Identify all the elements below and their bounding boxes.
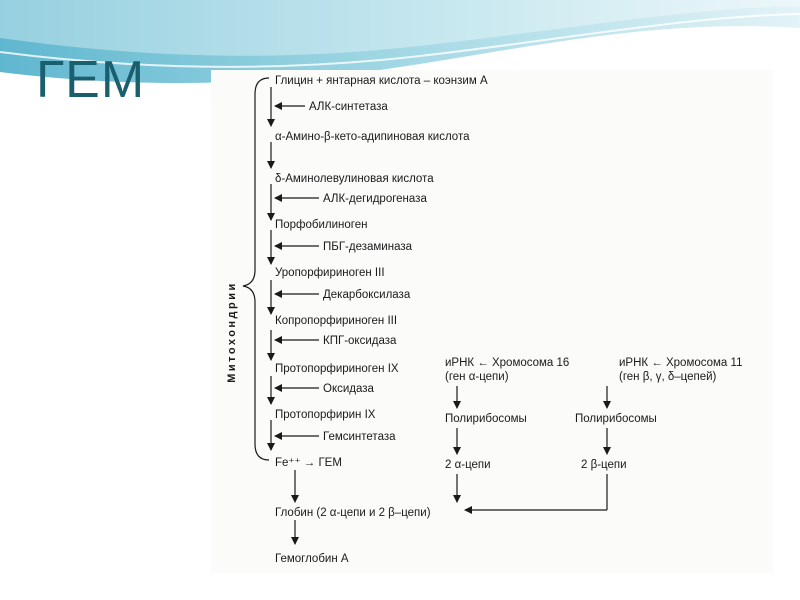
enzyme-ala-synthetase: АЛК-синтетаза [309, 101, 388, 113]
step-heme: Fe⁺⁺ → ГЕМ [275, 457, 342, 469]
mitochondria-label: Митохондрии [226, 281, 238, 383]
alpha-chains: 2 α-цепи [445, 459, 491, 471]
step-coproporphyrinogen: Копропорфириноген III [275, 315, 397, 327]
step-ala: δ-Аминолевулиновая кислота [275, 173, 434, 185]
step-porphobilinogen: Порфобилиноген [275, 219, 368, 231]
enzyme-hemsynthetase: Гемсинтетаза [323, 431, 396, 443]
step-hemoglobin-a: Гемоглобин А [275, 553, 349, 565]
alpha-polysomes: Полирибосомы [445, 413, 527, 425]
alpha-mrna-chromosome: иРНК ← Хромосома 16 [445, 357, 569, 369]
enzyme-oxidase: Оксидаза [323, 383, 375, 395]
step-globin: Глобин (2 α-цепи и 2 β–цепи) [275, 507, 431, 519]
step-ala-keto: α-Амино-β-кето-адипиновая кислота [275, 131, 470, 143]
step-glycine: Глицин + янтарная кислота – коэнзим А [275, 75, 488, 87]
header-wave [0, 0, 800, 83]
heme-synthesis-diagram: Митохондрии Глицин + янтарная кислота – … [211, 70, 773, 573]
header-wave-accent [0, 0, 800, 56]
enzyme-cpg-oxidase: КПГ-оксидаза [323, 335, 397, 347]
beta-polysomes: Полирибосомы [575, 413, 657, 425]
alpha-gene: (ген α-цепи) [445, 371, 509, 383]
beta-mrna-chromosome: иРНК ← Хромосома 11 [619, 357, 742, 369]
beta-gene: (ген β, γ, δ–цепей) [619, 371, 717, 383]
beta-chains: 2 β-цепи [581, 459, 627, 471]
slide-title: ГЕМ [36, 51, 146, 109]
enzyme-decarboxylase: Декарбоксилаза [323, 289, 411, 301]
step-uroporphyrinogen: Уропорфириноген III [275, 267, 385, 279]
diagram-canvas: Митохондрии Глицин + янтарная кислота – … [226, 75, 742, 565]
enzyme-pbg-deaminase: ПБГ-дезаминаза [323, 241, 413, 253]
header-wave-line [0, 13, 800, 68]
step-protoporphyrin: Протопорфирин IX [275, 409, 376, 421]
step-protoporphyrinogen: Протопорфириноген IX [275, 363, 399, 375]
mitochondria-brace [242, 77, 270, 461]
enzyme-ala-dehydrogenase: АЛК-дегидрогеназа [323, 193, 427, 205]
